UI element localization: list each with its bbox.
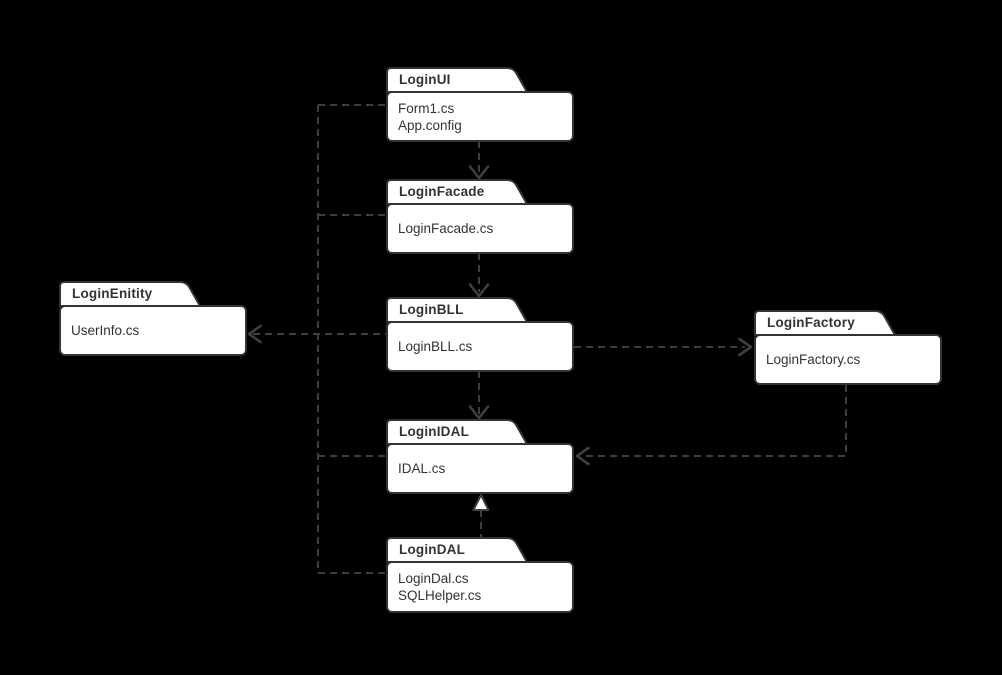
file-label: SQLHelper.cs [398,587,482,603]
package-title: LoginBLL [399,302,464,317]
package-shape [386,537,574,613]
file-label: LoginFacade.cs [398,221,494,236]
package-shape [754,310,942,385]
package-loginbll: LoginBLL LoginBLL.cs [385,297,577,374]
package-title: LoginEnitity [72,286,153,301]
file-label: LoginDal.cs [398,570,469,586]
package-file-list: Form1.cs App.config [398,92,462,141]
file-label: App.config [398,117,462,133]
package-file-list: LoginFactory.cs [766,335,860,384]
arrowhead-down-loginfacade [468,165,490,180]
package-shape [386,179,574,254]
package-file-list: UserInfo.cs [71,306,139,355]
arrowhead-down-loginidal [468,405,490,420]
file-label: IDAL.cs [398,461,446,476]
file-label: UserInfo.cs [71,323,140,338]
arrowhead-left-loginenitity [247,324,262,344]
package-shape [386,419,574,494]
package-title: LoginDAL [399,542,466,557]
file-label: Form1.cs [398,100,455,116]
package-title: LoginFacade [399,184,485,199]
arrowhead-right-loginfactory [738,337,753,357]
package-shape [59,281,247,356]
package-title: LoginFactory [767,315,855,330]
arrowhead-left-loginidal [575,446,590,466]
package-file-list: LoginDal.cs SQLHelper.cs [398,562,481,611]
package-loginenitity: LoginEnitity UserInfo.cs [58,281,250,358]
package-title: LoginUI [399,72,451,87]
package-file-list: IDAL.cs [398,444,445,493]
package-title: LoginIDAL [399,424,470,439]
package-loginfactory: LoginFactory LoginFactory.cs [753,310,945,387]
package-loginfacade: LoginFacade LoginFacade.cs [385,179,577,256]
package-loginidal: LoginIDAL IDAL.cs [385,419,577,496]
package-file-list: LoginBLL.cs [398,322,472,371]
package-logindal: LoginDAL LoginDal.cs SQLHelper.cs [385,537,577,614]
package-shape [386,297,574,372]
arrowhead-down-loginbll [468,283,490,298]
package-file-list: LoginFacade.cs [398,204,493,253]
package-loginui: LoginUI Form1.cs App.config [385,67,577,144]
package-shape [386,67,574,142]
edge-loginfactory-loginidal [583,385,847,457]
file-label: LoginBLL.cs [398,339,473,354]
file-label: LoginFactory.cs [766,352,861,367]
arrowhead-triangle-loginidal [472,494,490,511]
